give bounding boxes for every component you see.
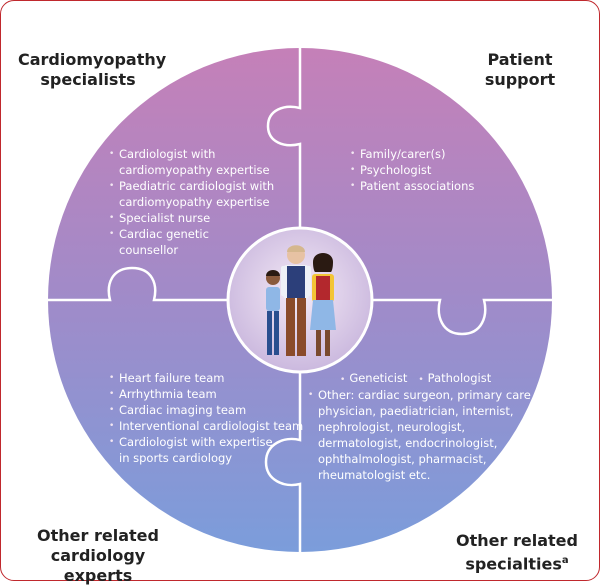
list-item: Other: cardiac surgeon, primary care phy… — [308, 387, 538, 483]
list-item: Arrhythmia team — [109, 386, 309, 402]
list-item: Patient associations — [350, 178, 520, 194]
list-item: Specialist nurse — [109, 210, 299, 226]
heading-patient-support: Patient support — [484, 50, 556, 89]
list-item: Interventional cardiologist team — [109, 418, 309, 434]
heading-other-cardiology-experts: Other related cardiology experts — [37, 526, 159, 585]
pathologist-label: Pathologist — [418, 371, 491, 385]
heading-cardiomyopathy-specialists: Cardiomyopathy specialists — [18, 50, 167, 89]
family-illustration — [266, 245, 336, 356]
geneticist-label: Geneticist — [340, 371, 407, 385]
list-item: Psychologist — [350, 162, 520, 178]
list-cardiology-experts: Heart failure team Arrhythmia team Cardi… — [109, 370, 309, 466]
list-item: Cardiac imaging team — [109, 402, 309, 418]
geneticist-pathologist-row: Geneticist Pathologist — [340, 370, 540, 388]
list-other-specialties: Other: cardiac surgeon, primary care phy… — [308, 387, 538, 483]
list-item: Paediatric cardiologist withcardiomyopat… — [109, 178, 299, 210]
list-patient-support: Family/carer(s) Psychologist Patient ass… — [350, 146, 520, 194]
heading-other-specialties: Other related specialtiesa — [456, 531, 578, 574]
list-item: Family/carer(s) — [350, 146, 520, 162]
list-item: Heart failure team — [109, 370, 309, 386]
